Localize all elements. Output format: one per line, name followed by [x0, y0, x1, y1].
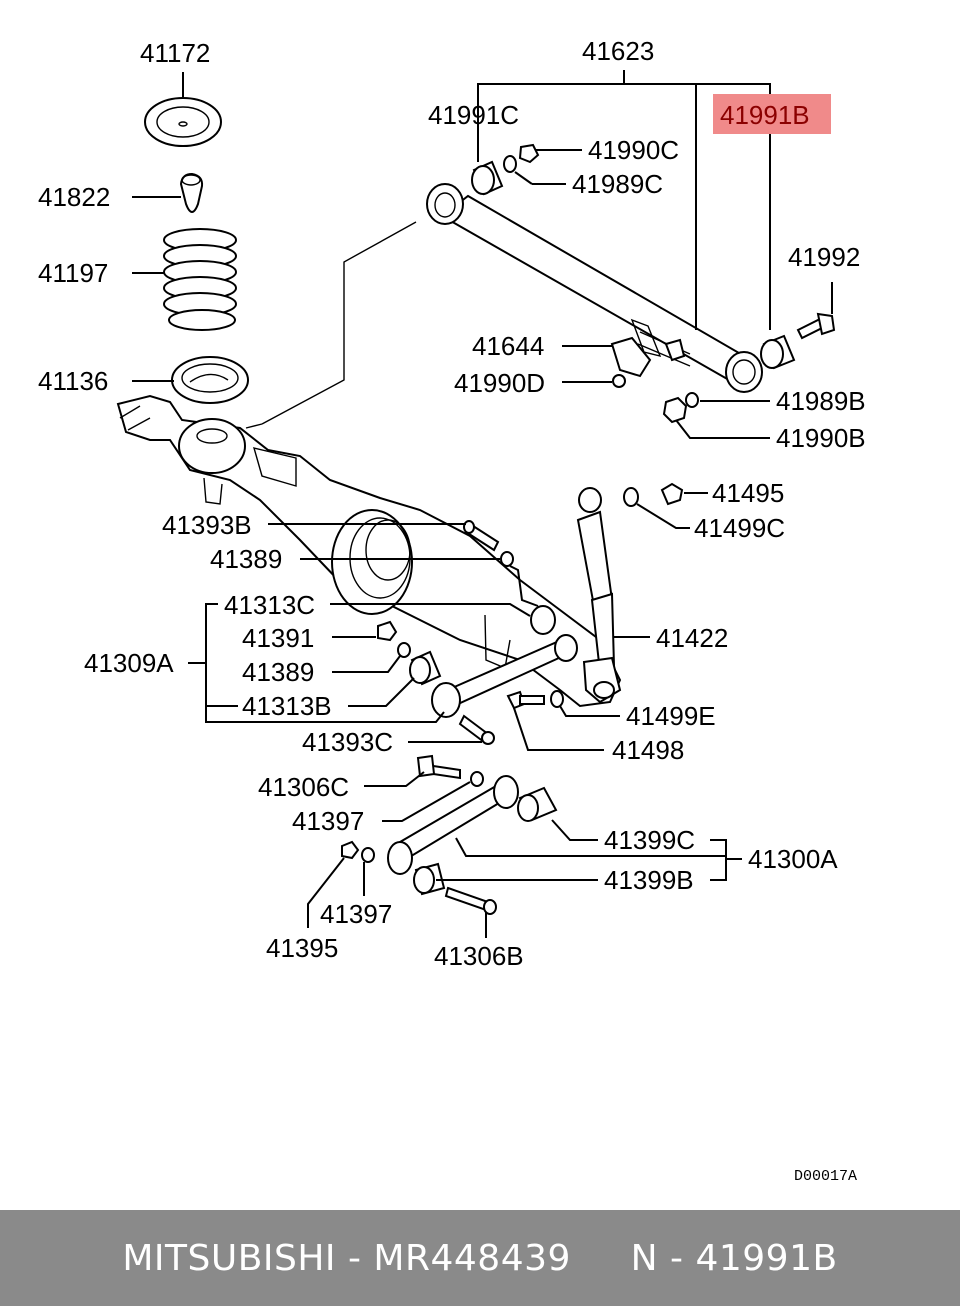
- label-41172: 41172: [140, 38, 210, 68]
- upper-arm-41309A: [431, 634, 578, 718]
- label-41399B: 41399B: [604, 865, 694, 895]
- label-41495: 41495: [712, 478, 784, 508]
- bolt-41306C: [416, 754, 461, 780]
- bolt-41393C: [458, 714, 495, 745]
- nut-41990C: [518, 143, 540, 164]
- lower-arm-41300A: [387, 775, 519, 875]
- label-41313B: 41313B: [242, 691, 332, 721]
- label-41136: 41136: [38, 366, 108, 396]
- label-41990B: 41990B: [776, 423, 866, 453]
- washer-41389-lower: [397, 642, 411, 658]
- nut-41990D: [612, 374, 626, 388]
- label-41499E: 41499E: [626, 701, 716, 731]
- leader-lines: [132, 70, 833, 938]
- shock-absorber-41422: [576, 487, 622, 704]
- label-41391: 41391: [242, 623, 314, 653]
- bolt-41306B: [444, 886, 497, 915]
- label-41197: 41197: [38, 258, 108, 288]
- label-41306C: 41306C: [258, 772, 349, 802]
- spring-seat-41172: [144, 97, 222, 147]
- label-41991B: 41991B: [720, 100, 810, 130]
- footer-bar: MITSUBISHI - MR448439 N - 41991B: [0, 1210, 960, 1306]
- washer-41499C: [623, 487, 639, 507]
- part-labels: 41623 41172 41991C 41991B 41990C 41989C …: [38, 36, 866, 971]
- diagram-code: D00017A: [794, 1168, 857, 1185]
- bushing-41399C: [517, 786, 558, 822]
- label-41393C: 41393C: [302, 727, 393, 757]
- label-41498: 41498: [612, 735, 684, 765]
- washer-41397-lower: [361, 847, 375, 863]
- label-41991C: 41991C: [428, 100, 519, 130]
- label-41397-upper: 41397: [292, 806, 364, 836]
- label-41306B: 41306B: [434, 941, 524, 971]
- label-41422: 41422: [656, 623, 728, 653]
- label-41989B: 41989B: [776, 386, 866, 416]
- label-41395: 41395: [266, 933, 338, 963]
- label-41623: 41623: [582, 36, 654, 66]
- label-41644: 41644: [472, 331, 544, 361]
- spring-pad-41136: [171, 356, 249, 404]
- nut-41395: [341, 840, 360, 860]
- axle-housing: [116, 394, 622, 708]
- label-41822: 41822: [38, 182, 110, 212]
- washer-41389-upper: [500, 551, 514, 567]
- parts-diagram: 41623 41172 41991C 41991B 41990C 41989C …: [38, 36, 866, 1185]
- label-41989C: 41989C: [572, 169, 663, 199]
- nut-41495: [660, 482, 684, 506]
- bolt-41393B: [463, 520, 500, 552]
- label-41309A: 41309A: [84, 648, 174, 678]
- washer-41989C: [503, 155, 517, 173]
- bushing-41991B: [760, 334, 796, 370]
- lateral-rod-41623: [426, 183, 763, 393]
- washer-41989B: [685, 392, 699, 408]
- coil-spring-41197: [163, 228, 237, 331]
- label-41399C: 41399C: [604, 825, 695, 855]
- bushing-41313B: [409, 650, 442, 686]
- label-41990D: 41990D: [454, 368, 545, 398]
- footer-text: MITSUBISHI - MR448439 N - 41991B: [122, 1237, 838, 1279]
- bump-stopper-41822: [179, 172, 204, 213]
- bushing-41399B: [413, 862, 446, 896]
- nut-41391: [377, 620, 398, 642]
- label-41397-lower: 41397: [320, 899, 392, 929]
- bolt-41992: [796, 312, 836, 340]
- label-41393B: 41393B: [162, 510, 252, 540]
- bracket-41644: [610, 336, 686, 378]
- label-41300A: 41300A: [748, 844, 838, 874]
- label-41992: 41992: [788, 242, 860, 272]
- label-41389-upper: 41389: [210, 544, 282, 574]
- label-41389-lower: 41389: [242, 657, 314, 687]
- washer-41499E: [550, 690, 564, 708]
- nut-41990B: [662, 396, 688, 424]
- bolt-41498: [506, 690, 545, 710]
- bushing-41991C: [471, 160, 504, 196]
- highlight-41991B: [713, 94, 831, 134]
- bushing-41313C: [530, 605, 556, 635]
- label-41313C: 41313C: [224, 590, 315, 620]
- label-41990C: 41990C: [588, 135, 679, 165]
- label-41499C: 41499C: [694, 513, 785, 543]
- washer-41397-upper: [470, 771, 484, 787]
